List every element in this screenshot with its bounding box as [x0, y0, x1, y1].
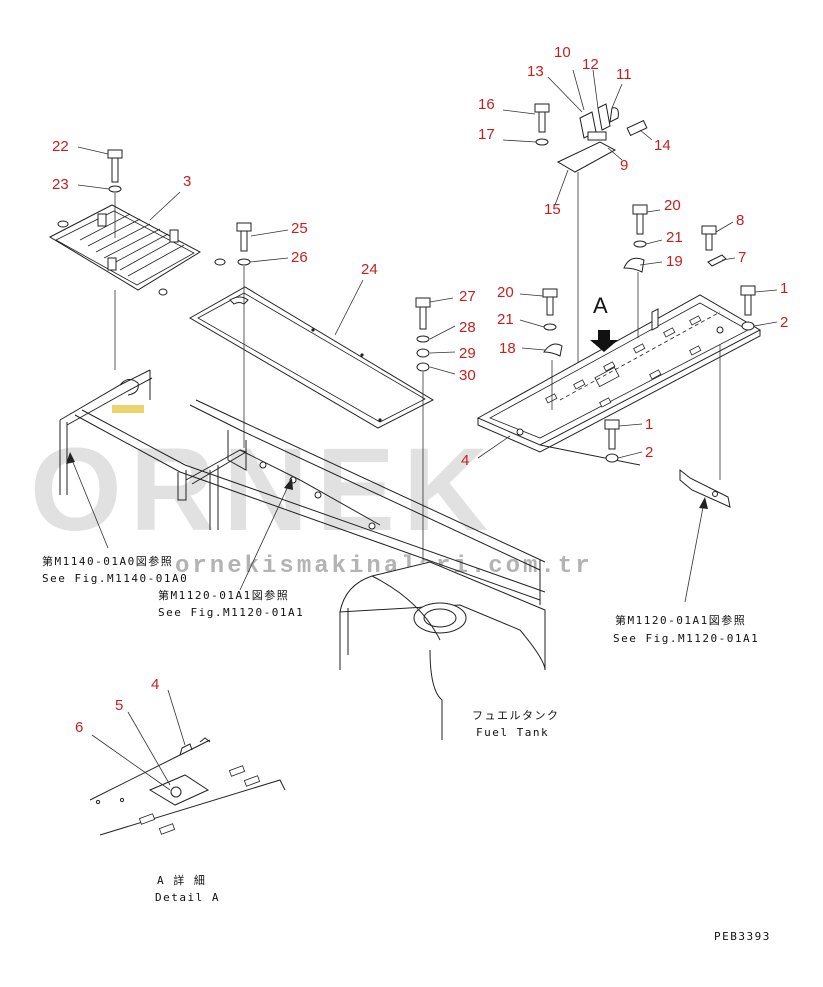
view-marker-a: A [593, 293, 608, 318]
callout-29: 29 [459, 345, 476, 362]
callout-17: 17 [478, 126, 495, 143]
callout-22: 22 [52, 138, 69, 155]
callout-6: 6 [75, 719, 83, 736]
callout-5: 5 [115, 697, 123, 714]
callout-2-lower: 2 [645, 444, 653, 461]
callout-1-right: 1 [780, 280, 788, 297]
callout-9: 9 [620, 157, 628, 174]
callout-25: 25 [291, 220, 308, 237]
callout-30: 30 [459, 367, 476, 384]
ref-m1140-jp: 第M1140-01A0図参照 [42, 554, 173, 568]
cover-plate-3 [48, 149, 226, 296]
callout-20-upper: 20 [664, 197, 681, 214]
callout-19: 19 [666, 253, 683, 270]
detail-a-view [89, 737, 286, 836]
callout-21-upper: 21 [666, 229, 683, 246]
notes: 第M1140-01A0図参照 See Fig.M1140-01A0 第M1120… [42, 554, 771, 943]
callout-10: 10 [554, 44, 571, 61]
leader-lines [66, 69, 778, 791]
callout-15: 15 [544, 201, 561, 218]
detail-a-jp: A 詳 細 [157, 873, 206, 887]
bolt-stack-27-30 [415, 297, 431, 560]
callout-13: 13 [527, 63, 544, 80]
callout-21-lower: 21 [497, 311, 514, 328]
fuel-tank-en: Fuel Tank [476, 726, 549, 739]
ref-m1120-right-jp: 第M1120-01A1図参照 [615, 613, 746, 627]
callouts: 10 13 12 11 16 17 14 9 15 22 3 23 25 26 … [52, 44, 788, 736]
callout-23: 23 [52, 176, 69, 193]
callout-27: 27 [459, 288, 476, 305]
view-arrow [590, 330, 618, 352]
callout-20-lower: 20 [497, 284, 514, 301]
frame-fragment-right [679, 468, 731, 508]
callout-28: 28 [459, 319, 476, 336]
callout-3: 3 [183, 173, 191, 190]
callout-4: 4 [461, 452, 469, 469]
ref-m1120-right-en: See Fig.M1120-01A1 [613, 632, 759, 645]
callout-2-right: 2 [780, 314, 788, 331]
callout-4-detail: 4 [151, 676, 159, 693]
plate-24 [188, 222, 435, 448]
callout-14: 14 [654, 137, 671, 154]
detail-a-en: Detail A [155, 891, 220, 904]
callout-26: 26 [291, 249, 308, 266]
ref-m1120-left-jp: 第M1120-01A1図参照 [158, 588, 289, 602]
watermark: ORNEK ornekismakinalari.com.tr [30, 405, 590, 580]
ref-m1120-left-en: See Fig.M1120-01A1 [158, 606, 304, 619]
ref-m1140-en: See Fig.M1140-01A0 [42, 572, 188, 585]
bracket-assembly [534, 103, 648, 400]
drawing-number: PEB3393 [714, 930, 771, 943]
callout-16: 16 [478, 96, 495, 113]
callout-12: 12 [582, 56, 599, 73]
callout-18: 18 [499, 340, 516, 357]
callout-1-lower: 1 [645, 416, 653, 433]
callout-11: 11 [616, 66, 632, 83]
callout-7: 7 [738, 249, 746, 266]
chassis-frame [59, 290, 546, 605]
watermark-logo: ORNEK [30, 424, 496, 556]
callout-24: 24 [361, 261, 378, 278]
fuel-tank [339, 561, 546, 740]
watermark-accent [112, 405, 144, 413]
base-plate-4 [476, 204, 762, 480]
callout-8: 8 [736, 212, 744, 229]
fuel-tank-jp: フュエルタンク [472, 709, 560, 722]
